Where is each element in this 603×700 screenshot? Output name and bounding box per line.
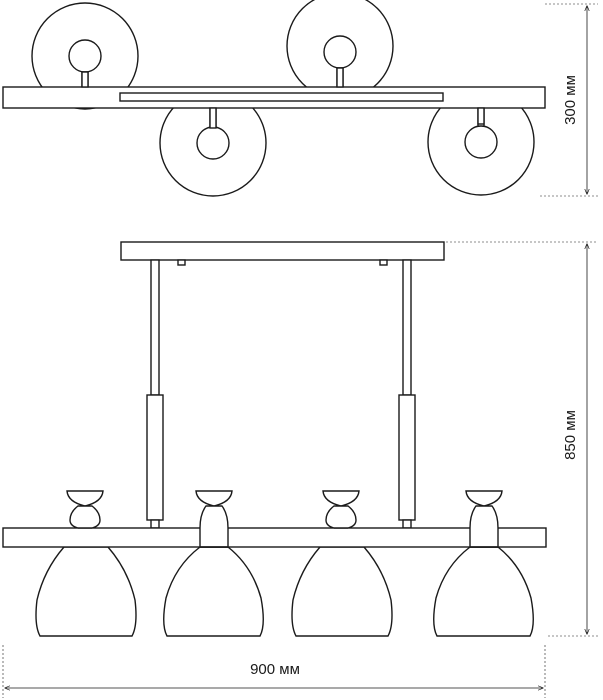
top-canopy xyxy=(119,92,444,102)
ceiling-canopy xyxy=(120,241,445,261)
height-label: 850 мм xyxy=(562,410,579,460)
right-suspension-rod xyxy=(398,259,416,529)
width-label: 900 мм xyxy=(250,661,300,678)
front-view xyxy=(2,241,547,637)
depth-label: 300 мм xyxy=(562,75,579,125)
shade-4 xyxy=(433,546,534,637)
top-shade-1 xyxy=(31,2,139,110)
cup-4 xyxy=(465,490,503,548)
shade-2 xyxy=(163,546,264,637)
shade-1 xyxy=(35,546,137,637)
width-dimension: 900 мм xyxy=(2,645,546,698)
left-suspension-rod xyxy=(146,259,164,529)
cup-1 xyxy=(66,490,104,529)
cup-2 xyxy=(195,490,233,548)
top-shade-4 xyxy=(427,88,535,196)
shade-3 xyxy=(291,546,393,637)
main-bar xyxy=(2,527,547,548)
depth-dimension: 300 мм xyxy=(540,3,598,197)
top-view xyxy=(2,0,546,197)
height-dimension: 850 мм xyxy=(446,241,598,637)
cup-3 xyxy=(322,490,360,529)
